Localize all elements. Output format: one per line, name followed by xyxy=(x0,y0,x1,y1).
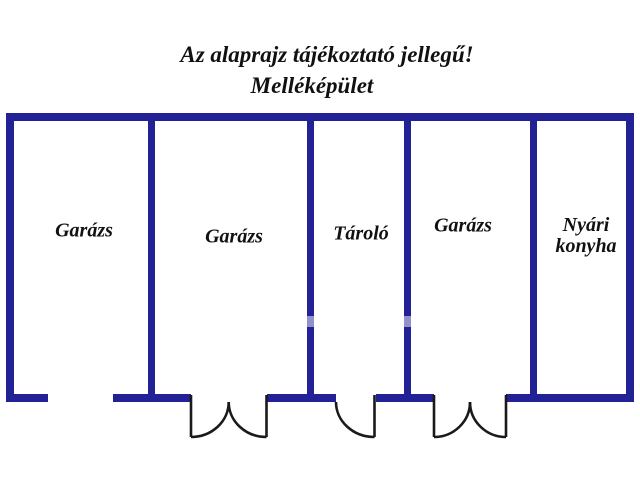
building-title: Melléképület xyxy=(250,73,374,98)
room-label-garage-3: Garázs xyxy=(434,214,492,237)
wall-top xyxy=(6,113,634,121)
door-swing-arc xyxy=(190,401,230,439)
door-swing-arc xyxy=(334,401,375,439)
door-swing-arc xyxy=(227,401,267,439)
double-door-symbol-2 xyxy=(432,395,508,439)
wall-bottom-segment-5 xyxy=(506,394,634,402)
wall-bottom-segment-3 xyxy=(267,394,336,402)
single-door-symbol xyxy=(334,395,376,439)
room-label-storage: Tároló xyxy=(333,222,389,245)
divider-wall-3 xyxy=(404,113,411,402)
watermark-strip xyxy=(232,316,476,327)
divider-wall-1 xyxy=(148,113,155,402)
door-swing-arc xyxy=(468,401,507,439)
wall-bottom-segment-1 xyxy=(6,394,48,402)
disclaimer-title: Az alaprajz tájékoztató jellegű! xyxy=(180,42,474,67)
room-label-garage-1: Garázs xyxy=(55,219,113,242)
room-label-garage-2: Garázs xyxy=(205,225,263,248)
room-label-summer-kitchen: Nyári konyha xyxy=(555,214,617,257)
wall-right xyxy=(626,113,634,402)
wall-left xyxy=(6,113,14,402)
door-swing-arc xyxy=(433,401,472,439)
divider-wall-4 xyxy=(530,113,537,402)
divider-wall-2 xyxy=(307,113,314,402)
double-door-symbol-1 xyxy=(189,395,268,439)
